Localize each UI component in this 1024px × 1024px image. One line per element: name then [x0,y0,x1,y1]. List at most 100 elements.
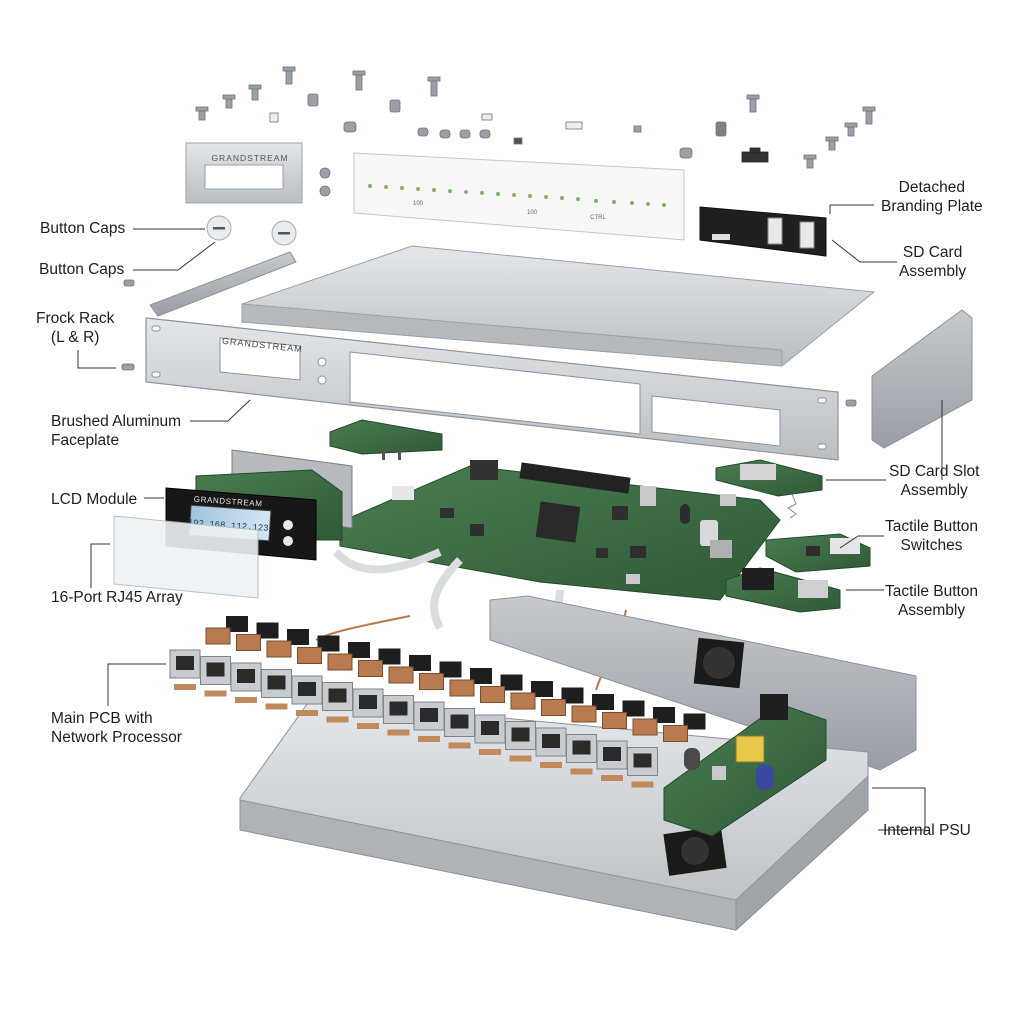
rj45-pins-8 [387,729,410,736]
lcd-lens [113,515,259,599]
sd-card-module [699,206,827,257]
label-detached-line2: Branding Plate [881,198,983,215]
front-label-panel: 100 100 CTRL [353,152,685,241]
rj45-magnetic-16 [683,713,706,730]
label-tactile-assembly: Tactile Button Assembly [885,582,978,620]
rj45-pins-6 [326,716,349,723]
label-sd-card-line2: Assembly [899,263,967,280]
rj45-magnetic-3 [287,629,309,645]
label-tactile-sw-line1: Tactile Button [885,518,979,535]
label-main-pcb-line1: Main PCB with [51,710,153,727]
rj45-magnetic-14 [622,700,645,717]
rj45-magnetic-15 [653,707,675,723]
rj45-opening-5 [298,682,316,696]
rj45-transformer-2 [236,634,261,651]
rj45-magnetic-8 [439,661,462,678]
rj45-pins-4 [265,703,288,710]
rj45-opening-9 [420,708,438,722]
rj45-jack-12 [505,721,536,750]
rj45-magnetic-7 [409,655,431,671]
tactile-switch-pcb [765,533,871,573]
rj45-magnetic-4 [317,635,340,652]
label-sd-card-line1: SD Card [902,244,963,261]
small-branding-plate: GRANDSTREAM [185,142,303,204]
label-rj45-array: 16-Port RJ45 Array [51,589,183,606]
label-detached-branding: Detached Branding Plate [881,178,983,216]
small-plate-brand: GRANDSTREAM [211,153,288,163]
rj45-opening-8 [389,701,408,716]
rj45-opening-7 [359,695,377,709]
label-brushed-faceplate: Brushed Aluminum Faceplate [51,412,181,450]
rj45-magnetic-2 [256,622,279,639]
rj45-transformer-1 [205,627,231,645]
rj45-magnetic-11 [531,681,553,697]
rj45-opening-11 [481,721,499,735]
rj45-magnetic-10 [500,674,523,691]
rj45-pins-7 [357,723,379,729]
rj45-opening-16 [633,753,652,768]
internal-psu [663,694,827,837]
led-indicators [368,184,666,207]
rj45-opening-2 [206,662,225,677]
rj45-pins-13 [540,762,562,768]
rj45-opening-10 [450,714,469,729]
button-daughterboard [329,419,443,460]
rj45-pins-10 [448,742,471,749]
label-main-pcb-line2: Network Processor [51,729,182,746]
button-caps [206,215,297,246]
rj45-transformer-4 [297,647,322,664]
rj45-pins-16 [631,781,654,788]
rj45-opening-14 [572,740,591,755]
rj45-transformer-5 [327,653,353,671]
rj45-jack-8 [383,695,414,724]
rj45-pins-15 [601,775,623,781]
leader-lines [77,204,943,831]
label-sd-slot-line2: Assembly [900,482,968,499]
rj45-pins-2 [204,690,227,697]
rack-ear-right [871,309,973,449]
label-frock-rack-line2: (L & R) [50,329,100,346]
top-cover [241,245,876,367]
rj45-magnetic-9 [470,668,492,684]
rj45-opening-12 [511,727,530,742]
label-brushed-line1: Brushed Aluminum [51,413,182,430]
brushed-aluminum-faceplate: GRANDSTREAM [145,317,839,461]
label-brushed-line2: Faceplate [51,432,120,449]
rj45-opening-1 [176,656,194,670]
rj45-transformer-8 [419,673,444,690]
rj45-transformer-10 [480,686,505,703]
label-main-pcb: Main PCB with Network Processor [51,709,182,747]
label-internal-psu: Internal PSU [883,822,971,839]
rj45-transformer-15 [632,718,658,736]
label-frock-rack: Frock Rack (L & R) [36,309,114,347]
rj45-magnetic-5 [348,642,370,658]
rj45-pins-12 [509,755,532,762]
rj45-jack-9 [413,701,445,731]
label-tactile-switches: Tactile Button Switches [885,517,978,555]
label-lcd-module: LCD Module [51,491,138,508]
label-button-caps-2: Button Caps [39,261,125,278]
label-tactile-as-line1: Tactile Button [885,583,979,600]
label-sd-card-assembly: SD Card Assembly [899,243,966,281]
rj45-array [169,616,706,788]
rj45-jack-7 [352,688,384,718]
rj45-opening-4 [267,675,286,690]
label-sd-slot-assembly: SD Card Slot Assembly [889,462,979,500]
screw-set [121,66,876,407]
rj45-transformer-13 [571,705,597,723]
rj45-pins-14 [570,768,593,775]
label-tactile-as-line2: Assembly [897,602,966,619]
panel-group-2: 100 [527,210,538,216]
rj45-magnetic-13 [592,694,614,710]
rj45-magnetic-6 [378,648,401,665]
rj45-pins-5 [296,710,318,716]
panel-group-1: 100 [413,201,424,207]
rj45-transformer-14 [602,712,627,729]
label-button-caps-1: Button Caps [40,220,126,237]
rj45-pins-9 [418,736,440,742]
rj45-transformer-9 [449,679,475,697]
rj45-transformer-3 [266,640,292,658]
rj45-opening-6 [328,688,347,703]
rack-ear-left [149,251,297,317]
